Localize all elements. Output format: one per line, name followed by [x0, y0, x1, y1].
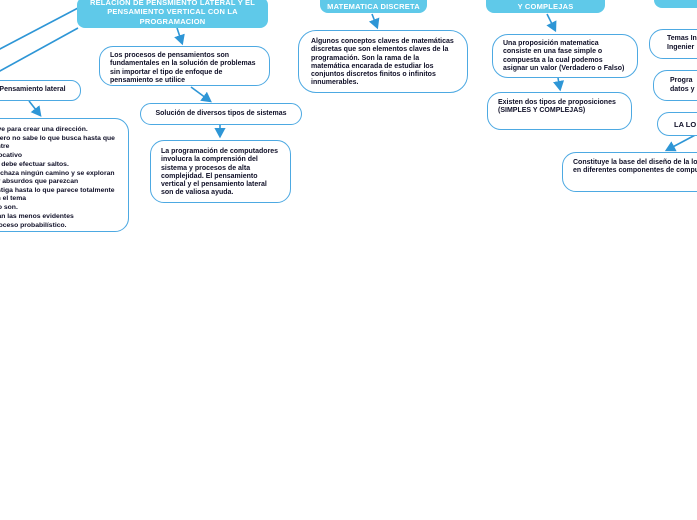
node-constituye[interactable]: Constituye la base del diseño de la logi… [562, 152, 697, 192]
feature-item: • Se mueve para crear una dirección. [0, 126, 88, 133]
topic-matematica-discreta[interactable]: MATEMATICA DISCRETA [320, 0, 427, 13]
feature-item: • Nunca lo son. [0, 204, 18, 212]
topic-right-clipped[interactable] [654, 0, 697, 8]
node-solucion-text: Solución de diversos tipos de sistemas [155, 109, 287, 117]
node-los-procesos-text: Los procesos de pensamientos son fundame… [110, 52, 256, 84]
feature-item: • Es provocativo [0, 152, 22, 160]
node-algunos-conceptos-text: Algunos conceptos claves de matemáticas … [311, 38, 454, 87]
node-programa-line1: Progra [670, 77, 693, 84]
node-pensamiento-lateral-text: Pensamiento lateral [0, 86, 66, 94]
node-pensamiento-lateral[interactable]: Pensamiento lateral [0, 80, 81, 101]
node-los-procesos[interactable]: Los procesos de pensamientos son fundame… [99, 46, 270, 86]
node-la-logica-clipped[interactable]: LA LO [657, 112, 697, 136]
node-programa-clipped[interactable]: Progra datos y [653, 70, 697, 101]
node-la-logica-text: LA LO [674, 120, 697, 129]
topic-relacion-pensamiento[interactable]: RELACION DE PENSMIENTO LATERAL Y EL PENS… [77, 0, 268, 28]
node-temas-line2: Ingenier [667, 44, 695, 52]
node-una-proposicion-text: Una proposición matematica consiste en u… [503, 40, 625, 72]
topic-complejas-label: Y COMPLEJAS [517, 1, 574, 11]
topic-proposiciones-complejas[interactable]: Y COMPLEJAS [486, 0, 605, 13]
feature-item: • Busca pero no sabe lo que busca hasta … [0, 135, 115, 151]
node-algunos-conceptos[interactable]: Algunos conceptos claves de matemáticas … [298, 30, 468, 93]
node-constituye-text: Constituye la base del diseño de la logi… [573, 159, 697, 175]
feature-item: •Es un proceso probabilístico. [0, 222, 67, 230]
node-temas-line1: Temas In [667, 35, 697, 42]
node-temas-clipped[interactable]: Temas In Ingenier [649, 29, 697, 59]
node-la-programacion[interactable]: La programación de computadores involucr… [150, 140, 291, 203]
node-una-proposicion[interactable]: Una proposición matematica consiste en u… [492, 34, 638, 78]
topic-matematica-label: MATEMATICA DISCRETA [327, 1, 420, 11]
feature-item: • Puede y debe efectuar saltos. [0, 161, 69, 169]
feature-item: •Se buscan las menos evidentes [0, 213, 74, 221]
feature-item: • No se rechaza ningún camino y se explo… [0, 170, 115, 186]
node-lateral-features[interactable]: • Se mueve para crear una dirección. • B… [0, 118, 129, 232]
topic-relacion-label: RELACION DE PENSMIENTO LATERAL Y EL PENS… [89, 0, 256, 26]
node-la-programacion-text: La programación de computadores involucr… [161, 148, 279, 197]
node-existen-dos-text: Existen dos tipos de proposiciones (SIMP… [498, 99, 616, 115]
node-programa-line2: datos y [670, 86, 695, 94]
node-existen-dos-tipos[interactable]: Existen dos tipos de proposiciones (SIMP… [487, 92, 632, 130]
node-solucion-sistemas[interactable]: Solución de diversos tipos de sistemas [140, 103, 302, 125]
feature-item: • Se investiga hasta lo que parece total… [0, 187, 115, 203]
